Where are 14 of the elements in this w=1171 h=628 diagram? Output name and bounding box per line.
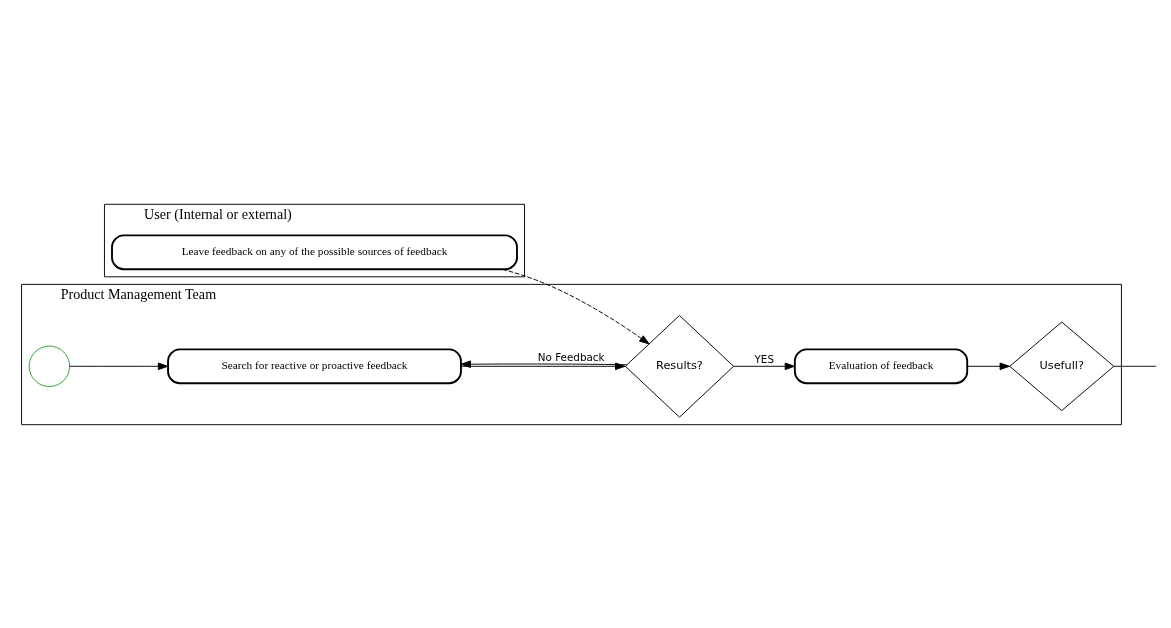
edge-label: YES — [754, 352, 774, 365]
edge-label: No Feedback — [537, 350, 605, 363]
arrow — [460, 362, 626, 370]
node-box: Evaluation of feedback — [793, 347, 969, 384]
node-diamond: Usefull? — [1009, 321, 1115, 411]
arrow — [69, 362, 169, 370]
arrow — [460, 359, 628, 368]
connector — [1113, 365, 1157, 367]
node-box: Leave feedback on any of the possible sources of feedback — [111, 233, 518, 270]
arrow — [733, 362, 796, 370]
node-box: Search for reactive or proactive feedback — [167, 347, 462, 384]
arrow — [967, 362, 1010, 370]
node-circle — [28, 345, 71, 387]
node-diamond: Results? — [624, 314, 735, 418]
